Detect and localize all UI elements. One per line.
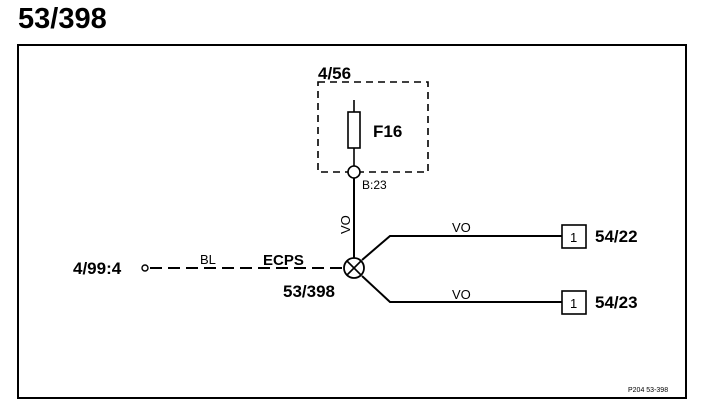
left-connection-label: 4/99:4 [73,259,122,278]
output-wire-2 [361,275,562,303]
splice-label: 53/398 [283,282,335,301]
output-wire-1-color-label: VO [452,220,471,235]
output-pin-box-1 [561,224,587,249]
figure-reference: P204 53-398 [628,387,668,394]
connector-pin-icon [347,165,361,179]
output-ref-2-label: 54/23 [595,293,638,312]
output-pin-2-label: 1 [570,296,577,311]
output-pin-1-label: 1 [570,230,577,245]
output-pin-box-2 [561,290,587,315]
connector-pin-label: B:23 [362,178,387,192]
component-box [317,81,429,173]
component-ref-label: 4/56 [318,64,351,83]
vertical-wire-color-label: VO [338,215,353,234]
output-wire-2-color-label: VO [452,287,471,302]
output-ref-1-label: 54/22 [595,227,638,246]
page-title: 53/398 [18,3,107,35]
diagram-frame [17,44,687,399]
left-wire-color-label: BL [200,252,216,267]
fuse-label: F16 [373,122,402,141]
left-terminal-icon [141,264,149,272]
splice-cross-b [346,260,362,276]
output-wire-1 [361,235,562,261]
fuse-icon [347,111,361,149]
splice-system-label: ECPS [263,252,304,269]
